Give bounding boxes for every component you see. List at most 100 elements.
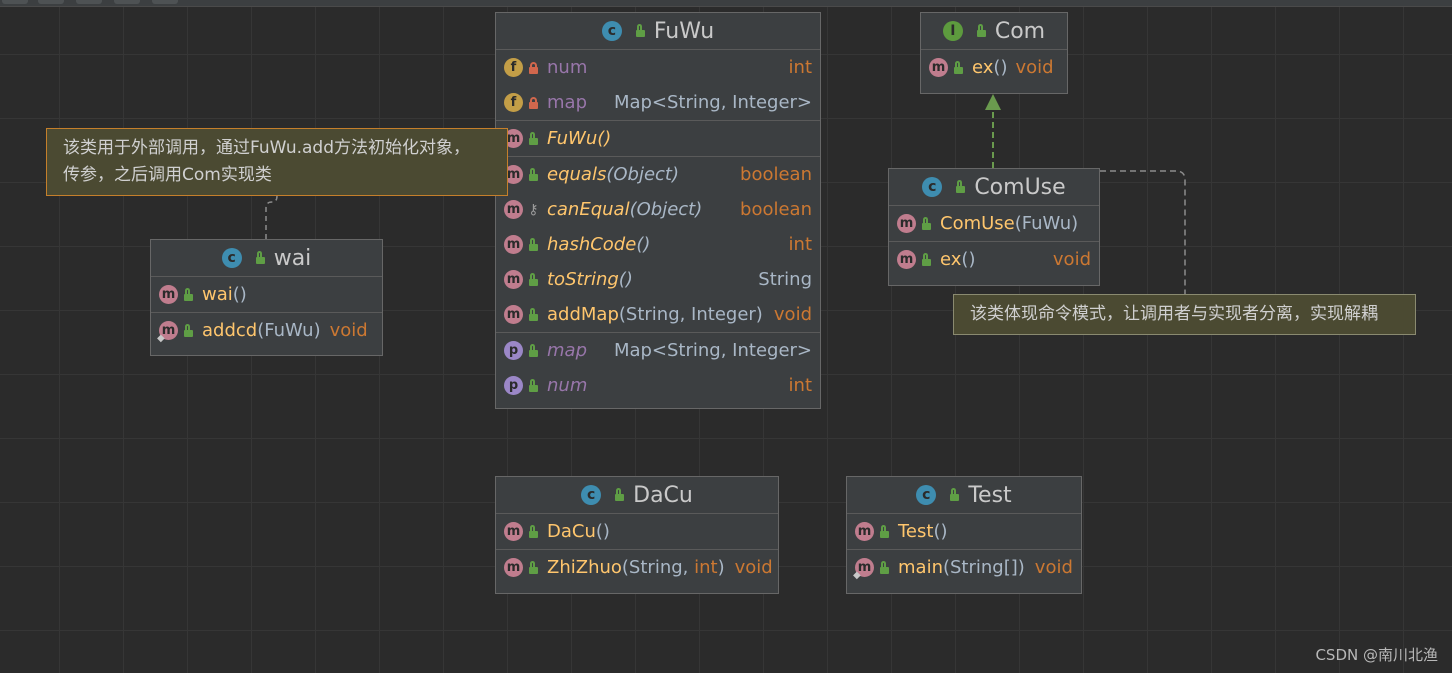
method-m-icon: m xyxy=(504,129,523,148)
method-row[interactable]: m addMap(String, Integer) void xyxy=(496,297,820,332)
interface-node-com[interactable]: I Com m ex() void xyxy=(920,12,1068,94)
abstract-method-m-icon: m xyxy=(929,58,948,77)
method-params: (String[]) xyxy=(942,557,1025,578)
method-row[interactable]: ◆ m main(String[]) void xyxy=(847,550,1081,585)
return-type: boolean xyxy=(740,164,812,185)
methods-section: ◆ m main(String[]) void xyxy=(847,550,1081,585)
constructors-section: m FuWu() xyxy=(496,121,820,157)
method-name: ex xyxy=(972,57,994,78)
class-name: FuWu xyxy=(653,18,715,44)
constructors-section: m Test() xyxy=(847,514,1081,550)
method-params: () xyxy=(636,234,651,255)
method-row[interactable]: ◆ m addcd(FuWu) void xyxy=(151,313,382,348)
toolbar-button[interactable] xyxy=(76,0,102,4)
note-comuse[interactable]: 该类体现命令模式，让调用者与实现者分离，实现解耦 xyxy=(953,294,1416,335)
public-lock-icon xyxy=(955,180,966,194)
return-type: String xyxy=(758,269,812,290)
class-c-icon: c xyxy=(581,485,602,505)
class-c-icon: c xyxy=(922,177,943,197)
note-wai[interactable]: 该类用于外部调用，通过FuWu.add方法初始化对象， 传参，之后调用Com实现… xyxy=(46,128,508,196)
class-node-comuse[interactable]: c ComUse m ComUse(FuWu) m ex() void xyxy=(888,168,1100,286)
method-name: ex xyxy=(940,249,962,270)
method-m-icon: m xyxy=(504,270,523,289)
method-name: hashCode xyxy=(547,234,637,255)
public-lock-icon xyxy=(183,287,194,302)
toolbar-button[interactable] xyxy=(2,0,28,4)
method-row[interactable]: m ⚷ canEqual(Object) boolean xyxy=(496,192,820,227)
class-node-test[interactable]: c Test m Test() ◆ m main(String[]) void xyxy=(846,476,1082,594)
method-row[interactable]: m hashCode() int xyxy=(496,227,820,262)
method-params: (FuWu) xyxy=(257,320,321,341)
method-m-icon: m xyxy=(504,200,523,219)
class-node-dacu[interactable]: c DaCu m DaCu() m ZhiZhuo(String, int) v… xyxy=(495,476,779,594)
constructor-params: () xyxy=(933,521,948,542)
field-f-icon: f xyxy=(504,93,523,112)
toolbar-button[interactable] xyxy=(152,0,178,4)
method-row[interactable]: m ZhiZhuo(String, int) void xyxy=(496,550,778,585)
public-lock-icon xyxy=(976,24,987,38)
watermark: CSDN @南川北渔 xyxy=(1315,646,1438,664)
constructor-name: wai xyxy=(202,284,233,305)
method-m-icon: m xyxy=(504,235,523,254)
property-name: num xyxy=(547,375,588,396)
method-m-icon: m xyxy=(855,522,874,541)
constructor-row[interactable]: m ComUse(FuWu) xyxy=(889,206,1099,241)
method-row[interactable]: m ex() void xyxy=(921,50,1067,85)
note-text: 该类体现命令模式，让调用者与实现者分离，实现解耦 xyxy=(970,304,1378,324)
public-lock-icon xyxy=(183,323,194,338)
method-m-icon: m xyxy=(897,250,916,269)
static-marker-icon: ◆ xyxy=(157,333,165,344)
property-row[interactable]: p num int xyxy=(496,368,820,403)
constructors-section: m ComUse(FuWu) xyxy=(889,206,1099,242)
field-f-icon: f xyxy=(504,58,523,77)
toolbar-button[interactable] xyxy=(38,0,64,4)
class-header: c ComUse xyxy=(889,169,1099,206)
public-lock-icon xyxy=(528,237,539,252)
class-name: DaCu xyxy=(633,482,693,508)
field-row[interactable]: f num int xyxy=(496,50,820,85)
return-type: void xyxy=(1052,249,1091,270)
class-node-wai[interactable]: c wai m wai() ◆ m addcd(FuWu) void xyxy=(150,239,383,356)
property-row[interactable]: p map Map<String, Integer> xyxy=(496,333,820,368)
interface-i-icon: I xyxy=(942,21,963,41)
method-m-icon: m xyxy=(855,558,874,577)
method-params: () xyxy=(961,249,976,270)
public-lock-icon xyxy=(255,251,266,265)
public-lock-icon xyxy=(879,560,890,575)
constructor-row[interactable]: m Test() xyxy=(847,514,1081,549)
method-m-icon: m xyxy=(504,522,523,541)
toolbar-button[interactable] xyxy=(114,0,140,4)
field-name: num xyxy=(547,57,588,78)
constructor-name: Test xyxy=(898,521,934,542)
class-node-fuwu[interactable]: c FuWu f num int f map Map<String, Integ… xyxy=(495,12,821,409)
properties-section: p map Map<String, Integer> p num int xyxy=(496,333,820,403)
note-text-line: 该类用于外部调用，通过FuWu.add方法初始化对象， xyxy=(63,138,471,158)
class-header: c DaCu xyxy=(496,477,778,514)
class-c-icon: c xyxy=(221,248,242,268)
method-row[interactable]: m equals(Object) boolean xyxy=(496,157,820,192)
constructors-section: m DaCu() xyxy=(496,514,778,550)
constructor-row[interactable]: m wai() xyxy=(151,277,382,312)
method-params-end: ) xyxy=(717,557,725,578)
constructor-params: (FuWu) xyxy=(1014,213,1079,234)
method-name: equals xyxy=(547,164,607,185)
field-row[interactable]: f map Map<String, Integer> xyxy=(496,85,820,120)
constructor-row[interactable]: m DaCu() xyxy=(496,514,778,549)
return-type: void xyxy=(773,304,812,325)
note-connector xyxy=(265,195,278,239)
class-header: c wai xyxy=(151,240,382,277)
public-lock-icon xyxy=(528,524,539,539)
method-m-icon: m xyxy=(504,558,523,577)
class-header: c Test xyxy=(847,477,1081,514)
property-type: int xyxy=(788,375,812,396)
public-lock-icon xyxy=(528,272,539,287)
method-row[interactable]: m toString() String xyxy=(496,262,820,297)
method-param-primitive: int xyxy=(694,557,718,578)
method-row[interactable]: m ex() void xyxy=(889,242,1099,277)
runnable-class-c-icon: c xyxy=(916,485,937,505)
public-lock-icon xyxy=(614,488,625,502)
constructor-row[interactable]: m FuWu() xyxy=(496,121,820,156)
public-lock-icon xyxy=(528,167,539,182)
constructor-name: ComUse xyxy=(940,213,1015,234)
